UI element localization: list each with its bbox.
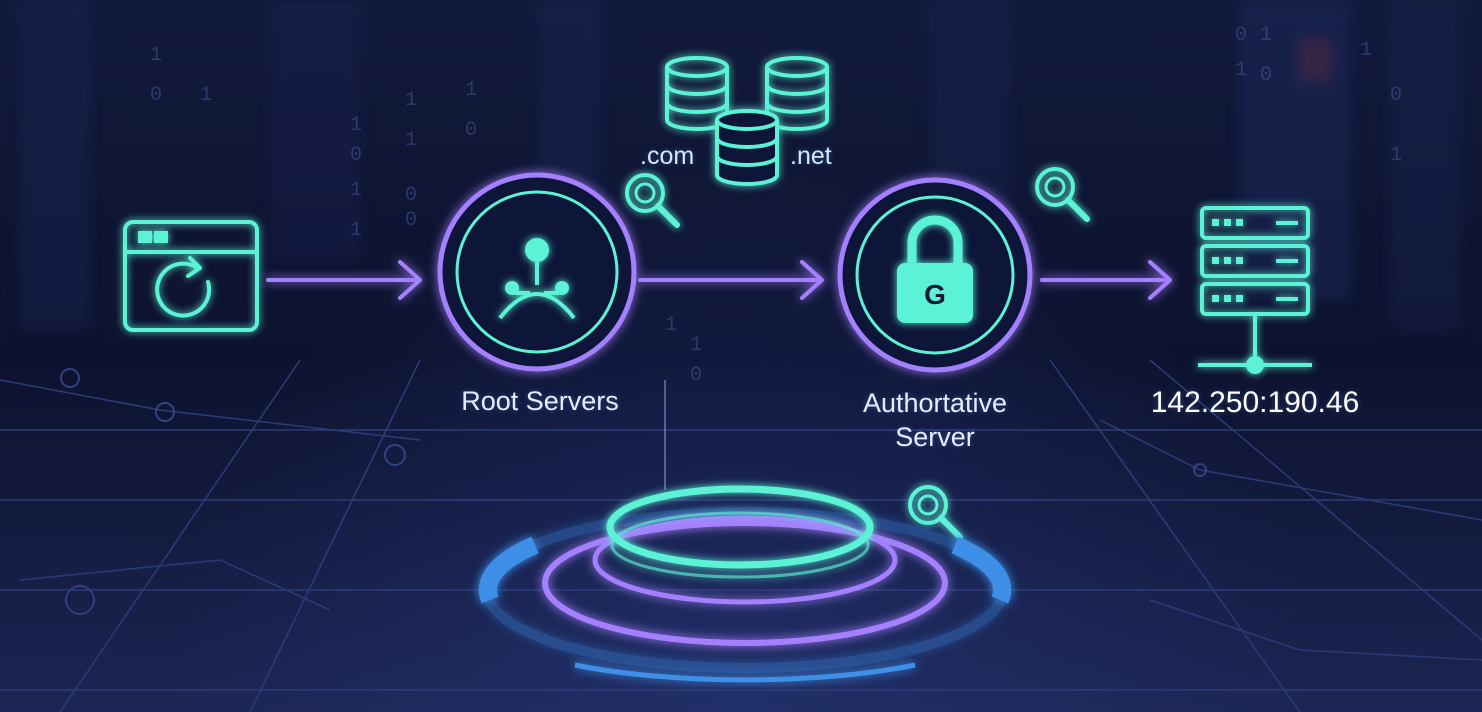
tld-com-label: .com — [640, 142, 695, 170]
arrow-authoritative-to-ip — [1040, 260, 1172, 300]
root-network-icon — [498, 238, 576, 320]
svg-text:1: 1 — [350, 219, 362, 242]
root-servers-label: Root Servers — [461, 386, 619, 416]
database-icon-center — [715, 109, 779, 186]
svg-text:1: 1 — [405, 89, 417, 112]
lock-glyph: G — [924, 279, 946, 310]
svg-text:1: 1 — [690, 334, 702, 357]
svg-text:0: 0 — [150, 84, 162, 107]
resolver-portal — [478, 380, 1012, 683]
browser-refresh-icon — [123, 220, 259, 332]
authoritative-label-line1: Authortative — [862, 388, 1008, 418]
svg-text:0: 0 — [465, 119, 477, 142]
flow-arrows — [266, 260, 1172, 300]
tld-net-label: .net — [790, 142, 832, 170]
search-icon-root — [625, 173, 680, 228]
svg-text:1: 1 — [200, 84, 212, 107]
svg-text:0: 0 — [405, 184, 417, 207]
svg-text:1: 1 — [1260, 24, 1272, 47]
search-icon-resolver — [908, 485, 963, 540]
arrow-browser-to-root — [266, 260, 422, 300]
svg-text:0: 0 — [1235, 24, 1247, 47]
svg-text:1: 1 — [350, 114, 362, 137]
lock-icon — [897, 215, 973, 323]
svg-text:1: 1 — [1390, 144, 1402, 167]
ip-address-label: 142.250:190.46 — [1150, 386, 1360, 419]
arrow-root-to-authoritative — [638, 260, 824, 300]
svg-text:1: 1 — [665, 314, 677, 337]
floor-shade — [0, 360, 1482, 712]
svg-text:1: 1 — [1235, 59, 1247, 82]
svg-text:0: 0 — [1260, 64, 1272, 87]
search-icon-auth — [1035, 167, 1090, 222]
background-columns — [20, 0, 1460, 330]
svg-text:0: 0 — [405, 209, 417, 232]
svg-text:1: 1 — [150, 44, 162, 67]
server-rack-icon — [1198, 206, 1312, 374]
authoritative-label-line2: Server — [895, 422, 975, 452]
svg-text:1: 1 — [405, 129, 417, 152]
svg-text:0: 0 — [1390, 84, 1402, 107]
svg-text:1: 1 — [465, 79, 477, 102]
svg-text:0: 0 — [350, 144, 362, 167]
svg-text:1: 1 — [1360, 39, 1372, 62]
database-icon-com — [665, 56, 729, 131]
svg-text:1: 1 — [350, 179, 362, 202]
authoritative-server-label: Authortative Server — [820, 386, 1050, 454]
